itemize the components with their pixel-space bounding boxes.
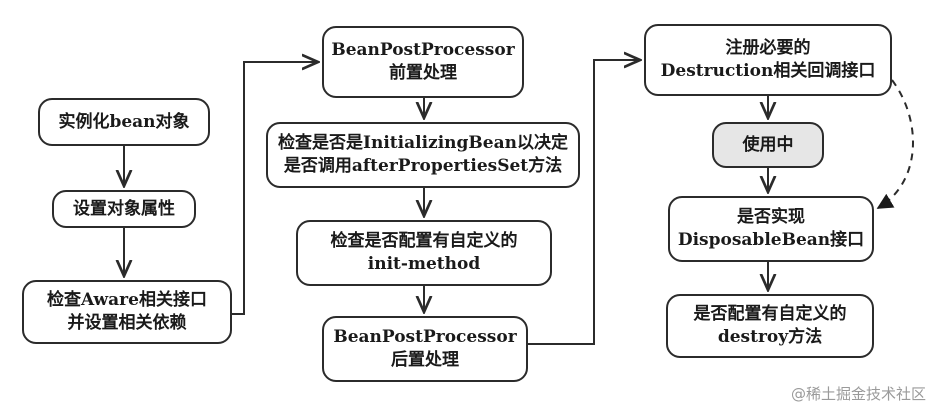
node-bpp-before: BeanPostProcessor 前置处理: [322, 26, 524, 98]
arrow-n3-n4: [232, 62, 318, 315]
node-check-aware: 检查Aware相关接口 并设置相关依赖: [22, 280, 232, 344]
node-set-properties: 设置对象属性: [52, 190, 196, 228]
dashed-arrow-n8-n10: [876, 79, 914, 209]
node-instantiate-bean: 实例化bean对象: [38, 98, 210, 146]
node-in-use: 使用中: [712, 122, 824, 168]
arrow-n7-n8: [528, 60, 640, 345]
node-disposable-bean: 是否实现 DisposableBean接口: [668, 196, 874, 262]
node-init-method: 检查是否配置有自定义的 init-method: [296, 220, 552, 286]
node-bpp-after: BeanPostProcessor 后置处理: [322, 316, 528, 382]
watermark: @稀土掘金技术社区: [790, 385, 926, 403]
node-destroy-method: 是否配置有自定义的 destroy方法: [666, 294, 874, 358]
node-initializing-bean: 检查是否是InitializingBean以决定 是否调用afterProper…: [266, 122, 580, 188]
node-register-destruction: 注册必要的 Destruction相关回调接口: [644, 24, 892, 96]
